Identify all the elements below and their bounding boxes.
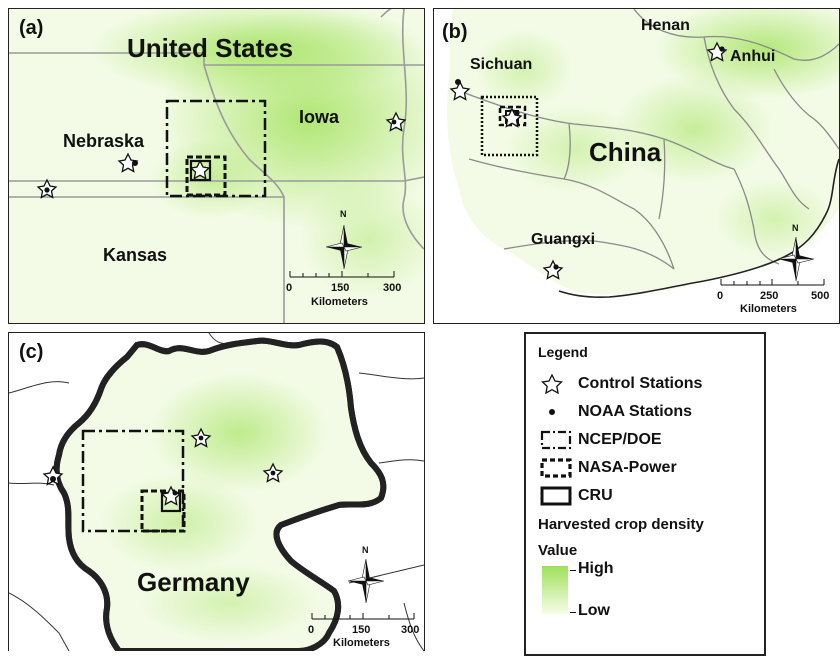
- panel-label-c: (c): [19, 341, 44, 363]
- star-icon: [542, 259, 564, 280]
- legend-item-control-stations: Control Stations: [540, 373, 703, 395]
- scale-tick: 300: [383, 282, 402, 294]
- dot-icon: [132, 160, 138, 166]
- north-arrow-icon: [325, 224, 363, 270]
- scale-unit-c: Kilometers: [333, 637, 390, 649]
- dash-dot-box-icon: [540, 430, 572, 450]
- scale-tick: 250: [760, 290, 779, 302]
- state-label-kansas: Kansas: [103, 245, 168, 265]
- dot-icon: [719, 46, 725, 52]
- scale-tick: 500: [811, 290, 830, 302]
- star-icon: [540, 373, 572, 395]
- legend-item-noaa-stations: NOAA Stations: [540, 402, 692, 422]
- dot-icon: [540, 402, 572, 422]
- legend-item-ncep-doe: NCEP/DOE: [540, 430, 662, 450]
- dot-icon: [270, 470, 276, 476]
- scale-unit-a: Kilometers: [311, 296, 368, 308]
- dot-icon: [514, 110, 520, 116]
- dot-icon: [553, 264, 559, 270]
- legend-value-label: Value: [538, 542, 578, 559]
- map-legend: Legend Control Stations NOAA Stations NC…: [524, 332, 766, 656]
- legend-label: NASA-Power: [578, 459, 677, 476]
- solid-box-icon: [540, 486, 572, 506]
- map-canvas-c: [9, 333, 424, 651]
- color-ramp: [542, 566, 568, 614]
- star-icon: [160, 485, 182, 506]
- map-panel-china: (b) China Henan Sichuan Anhui Guangxi N …: [433, 8, 840, 324]
- province-label-sichuan: Sichuan: [470, 56, 533, 73]
- ramp-high-label: High: [578, 560, 614, 577]
- north-label-c: N: [362, 545, 369, 555]
- star-icon: [449, 80, 471, 101]
- scale-bar-c: [311, 613, 415, 620]
- scale-tick: 150: [352, 624, 371, 636]
- legend-label: Control Stations: [578, 375, 703, 392]
- north-arrow-icon: [777, 236, 815, 282]
- star-icon: [189, 159, 211, 180]
- ramp-low-label: Low: [578, 602, 610, 619]
- province-label-henan: Henan: [641, 17, 690, 34]
- province-label-guangxi: Guangxi: [531, 231, 596, 248]
- north-label-b: N: [792, 223, 799, 233]
- legend-density-title: Harvested crop density: [538, 516, 704, 533]
- legend-label: CRU: [578, 487, 613, 504]
- scale-tick: 0: [308, 624, 315, 636]
- country-label-china: China: [589, 137, 662, 167]
- scale-tick: 0: [717, 290, 724, 302]
- scale-bar-a: [289, 271, 395, 278]
- map-canvas-b: [434, 9, 839, 323]
- legend-item-nasa-power: NASA-Power: [540, 458, 677, 478]
- dot-icon: [172, 490, 178, 496]
- dashed-box-icon: [540, 458, 572, 478]
- state-label-nebraska: Nebraska: [63, 131, 145, 151]
- north-label-a: N: [340, 209, 347, 219]
- map-panel-united-states: (a) United States Nebraska Iowa Kansas N…: [8, 8, 425, 324]
- legend-label: NCEP/DOE: [578, 431, 662, 448]
- map-panel-germany: (c) Germany N 0 150 300 Kilometers: [8, 332, 425, 651]
- legend-item-cru: CRU: [540, 486, 613, 506]
- legend-label: NOAA Stations: [578, 403, 693, 420]
- panel-label-a: (a): [19, 17, 44, 39]
- star-icon: [501, 107, 523, 128]
- country-label-united-states: United States: [127, 33, 294, 63]
- north-arrow-icon: [347, 558, 385, 604]
- dot-icon: [50, 476, 56, 482]
- scale-tick: 300: [401, 624, 420, 636]
- panel-label-b: (b): [442, 21, 468, 43]
- scale-unit-b: Kilometers: [740, 303, 797, 315]
- dot-icon: [198, 435, 204, 441]
- state-label-iowa: Iowa: [299, 107, 340, 127]
- scale-tick: 0: [286, 282, 293, 294]
- scale-bar-b: [720, 279, 825, 286]
- dot-icon: [391, 119, 397, 125]
- scale-tick: 150: [331, 282, 350, 294]
- dot-icon: [44, 187, 50, 193]
- map-canvas-a: [9, 9, 424, 323]
- dot-icon: [455, 79, 461, 85]
- country-label-germany: Germany: [137, 567, 250, 597]
- legend-title: Legend: [538, 344, 588, 360]
- province-label-anhui: Anhui: [730, 48, 776, 65]
